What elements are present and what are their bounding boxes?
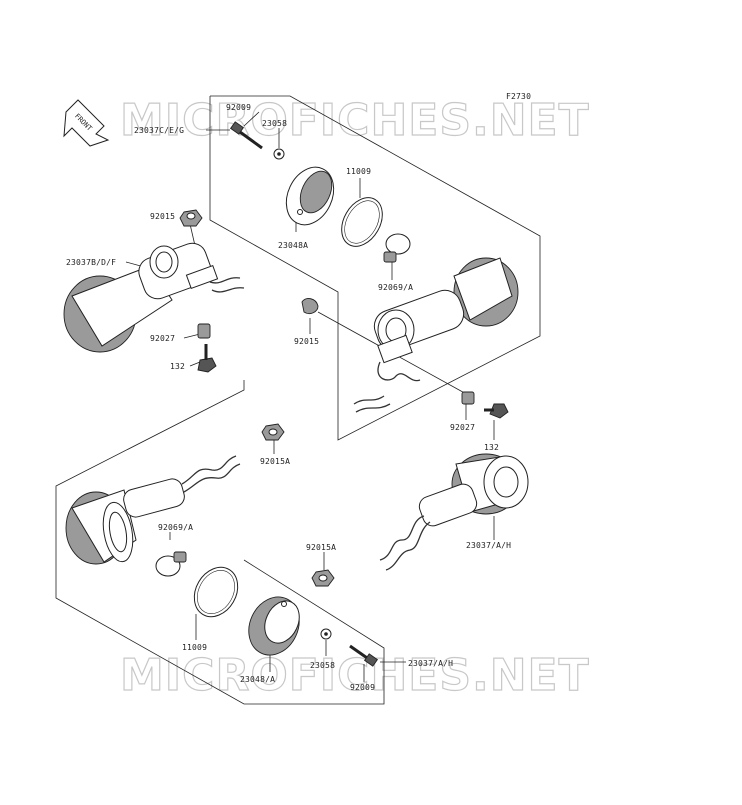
label-92015-left: 92015 <box>150 212 175 221</box>
washer-23058-top <box>273 148 285 160</box>
label-92069a-top: 92069/A <box>378 283 413 292</box>
lens-23048a-top <box>285 166 335 226</box>
label-11009-bottom: 11009 <box>182 643 207 652</box>
bolt-92009-top <box>229 121 263 150</box>
spacer-92027-right <box>461 391 475 405</box>
label-23037ah-bottom: 23037/A/H <box>408 659 453 668</box>
label-92027-right: 92027 <box>450 423 475 432</box>
label-23058-top: 23058 <box>262 119 287 128</box>
label-11009-top: 11009 <box>346 167 371 176</box>
oring-11009-bottom <box>193 566 239 618</box>
label-92027-left: 92027 <box>150 334 175 343</box>
label-92015a-mid: 92015A <box>306 543 336 552</box>
label-23037bdf: 23037B/D/F <box>66 258 116 267</box>
figure-code: F2730 <box>506 92 531 101</box>
lens-23048a-bottom <box>248 596 300 656</box>
label-132-right: 132 <box>484 443 499 452</box>
watermark-bottom: MICROFICHES.NET <box>120 650 590 701</box>
lower-leaders <box>169 438 495 682</box>
signal-housing-right-top <box>353 257 519 413</box>
bolt-132-right <box>484 403 509 419</box>
label-23048a-bottom: 23048/A <box>240 675 275 684</box>
signal-housing-23037ah <box>379 453 529 571</box>
label-92015a-top: 92015A <box>260 457 290 466</box>
label-92015-mid: 92015 <box>294 337 319 346</box>
label-92009-top: 92009 <box>226 103 251 112</box>
spacer-92027-left <box>197 323 211 339</box>
nut-92015-left <box>179 209 203 227</box>
label-23037ah-right: 23037/A/H <box>466 541 511 550</box>
lower-assembly-frame <box>55 380 385 705</box>
upper-assembly-frame <box>209 95 541 441</box>
signal-housing-23037bdf <box>63 242 245 353</box>
nut-92015a-mid <box>311 569 335 587</box>
bulb-92069a-bottom <box>155 551 187 577</box>
signal-housing-left-bottom <box>65 455 241 565</box>
front-arrow-icon: FRONT <box>63 99 110 147</box>
oring-11009-top <box>341 197 383 247</box>
label-132-left: 132 <box>170 362 185 371</box>
bulb-92069a-top <box>383 233 411 263</box>
label-23058-bottom: 23058 <box>310 661 335 670</box>
bolt-132-left <box>197 344 217 373</box>
washer-23058-bottom <box>320 628 332 640</box>
watermark-top: MICROFICHES.NET <box>120 95 590 146</box>
nut-92015a-top <box>261 423 285 441</box>
label-23037ceg: 23037C/E/G <box>134 126 184 135</box>
label-23048a-top: 23048A <box>278 241 308 250</box>
lens-92015-mid <box>301 298 319 315</box>
label-92009-bottom: 92009 <box>350 683 375 692</box>
bolt-92009-bottom <box>349 644 379 667</box>
label-92069a-bottom: 92069/A <box>158 523 193 532</box>
